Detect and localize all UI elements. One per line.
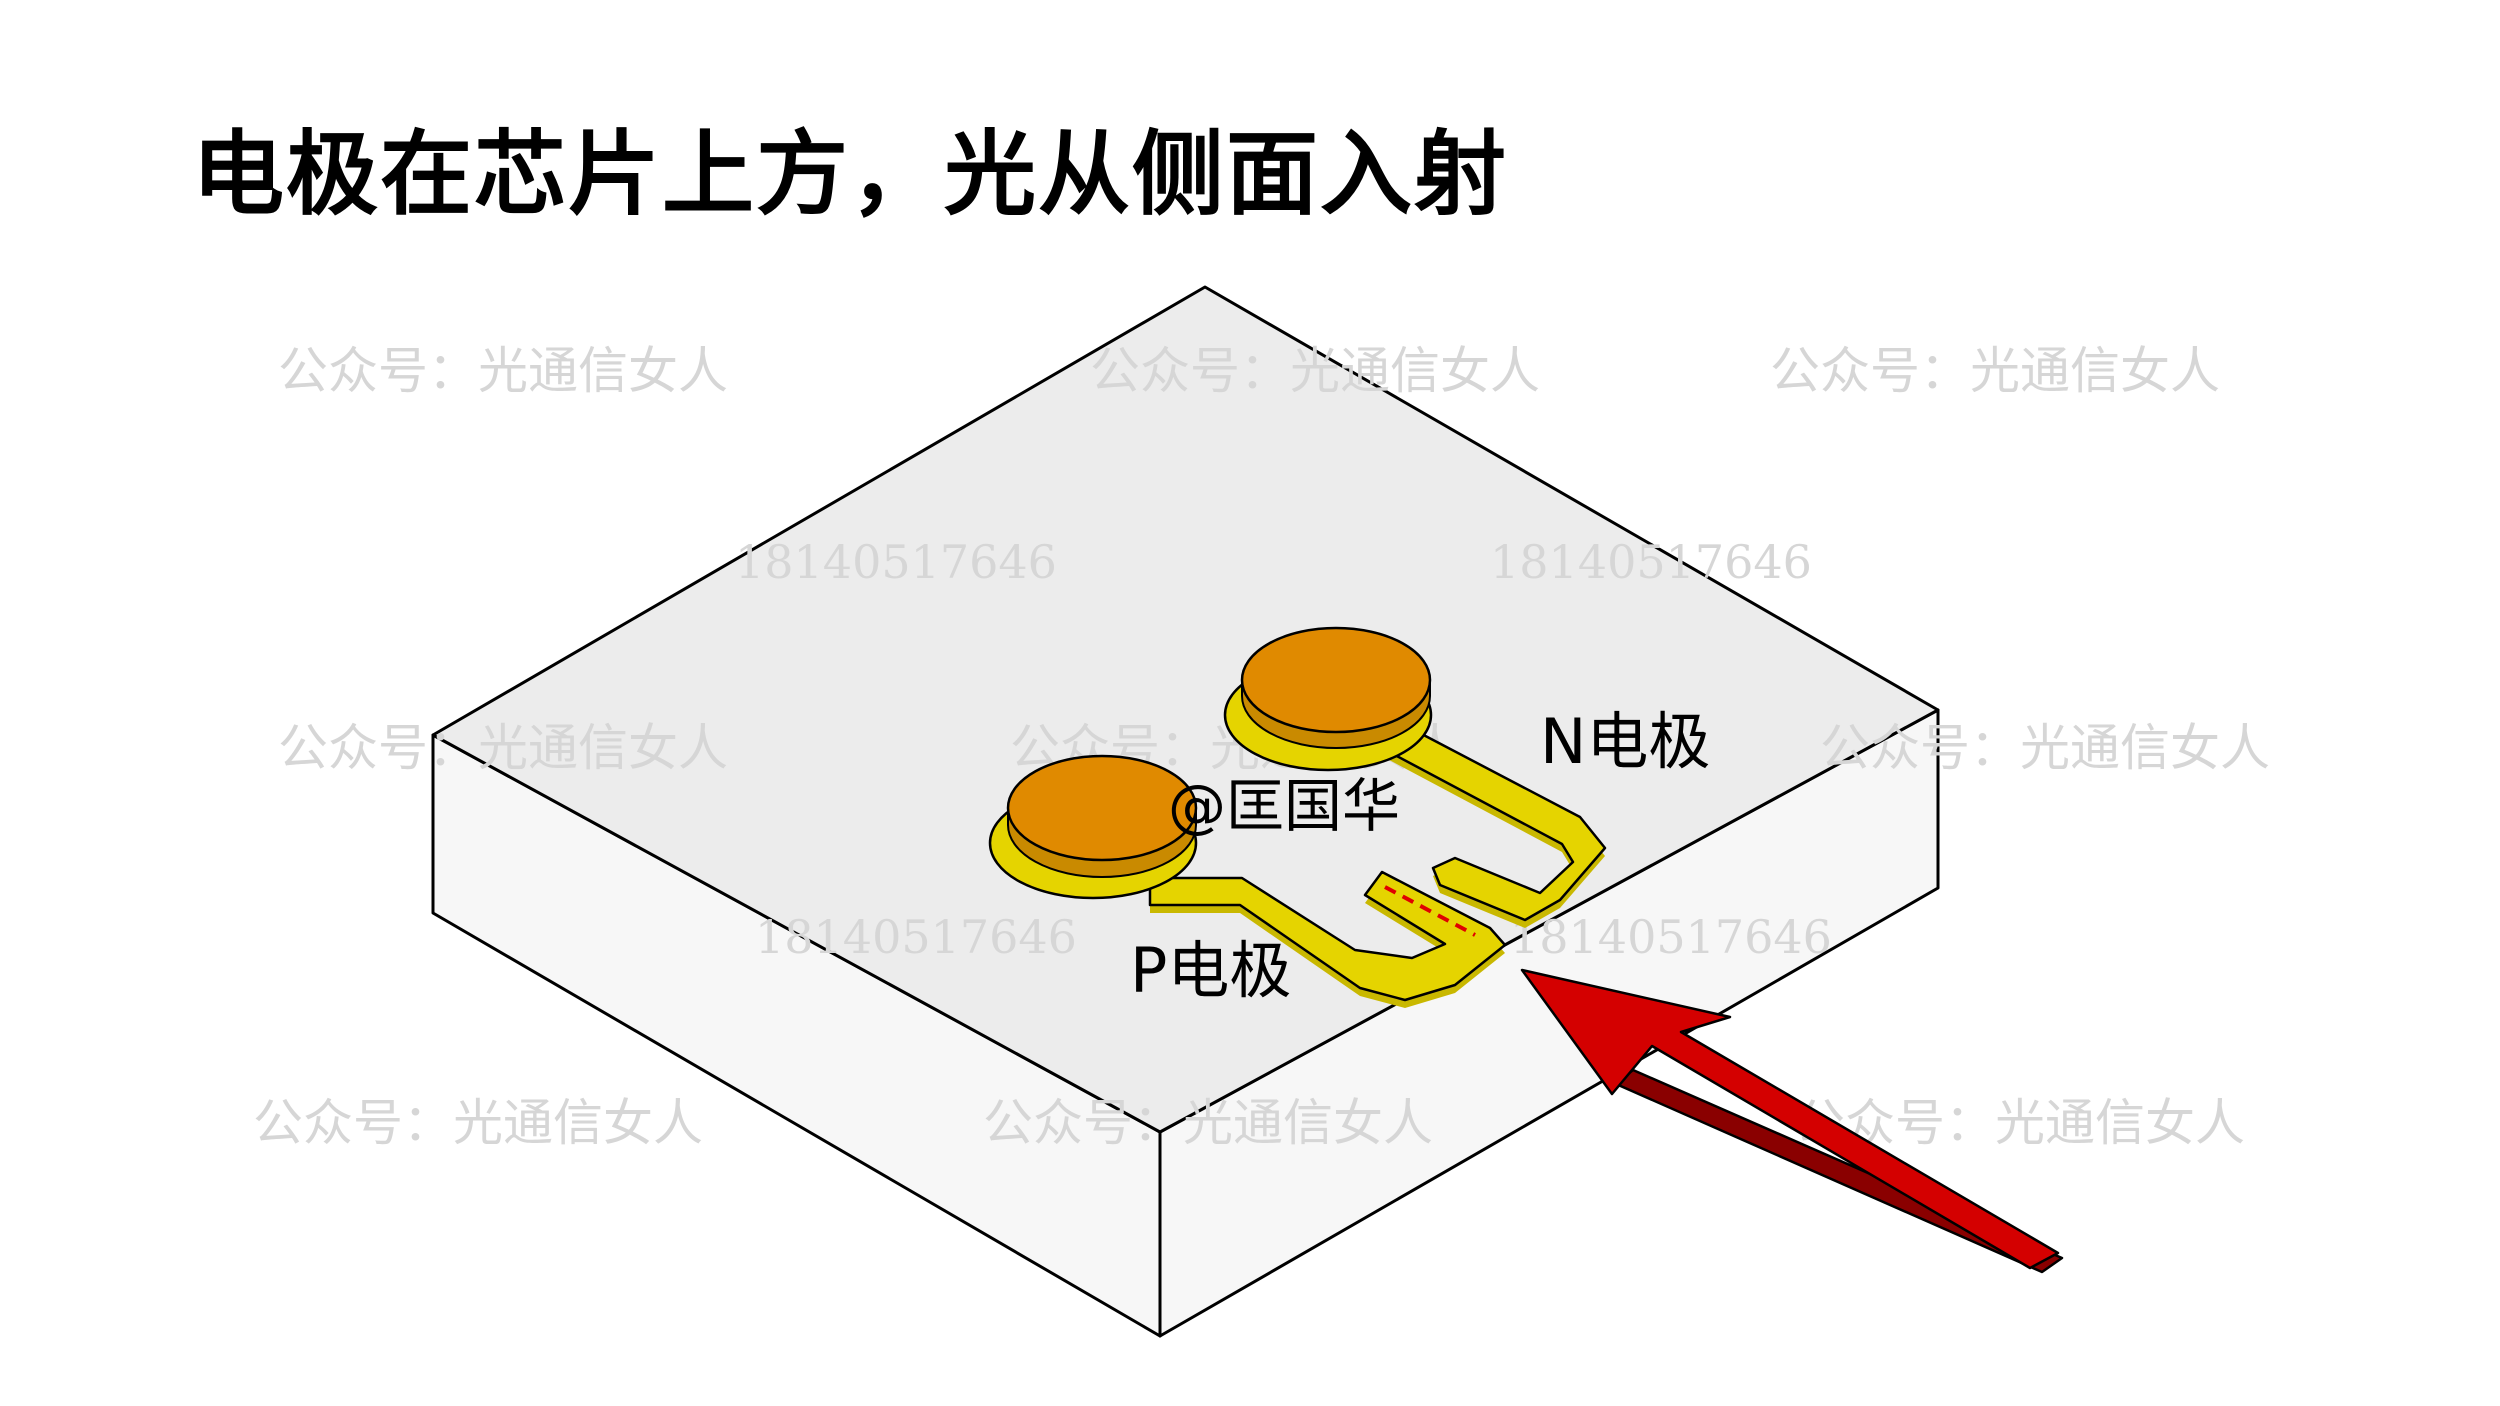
n-electrode-pad	[1223, 626, 1433, 772]
n-electrode-trace	[1376, 718, 1607, 928]
p-electrode-pad	[988, 754, 1198, 900]
watermark-group-account: 公众号：光通信女人 公众号：光通信女人 公众号：光通信女人 公众号：光通信女人 …	[253, 342, 2270, 1152]
p-electrode-label: P电极	[1130, 934, 1291, 1007]
watermark-account: 公众号：光通信女人	[1820, 719, 2270, 777]
watermark-phone: 18140517646	[735, 535, 1057, 589]
incident-light-arrow	[1520, 968, 2064, 1274]
watermark-phone: 18140517646	[1510, 910, 1832, 964]
author-label: @匡国华	[1168, 772, 1400, 840]
watermark-phone: 18140517646	[755, 910, 1077, 964]
watermark-phone: 18140517646	[1490, 535, 1812, 589]
page-title: 电极在芯片上方，光从侧面入射	[192, 121, 1509, 228]
watermark-account: 公众号：光通信女人	[278, 719, 728, 777]
chip-top-face	[431, 285, 1940, 1134]
watermark-account: 公众号：光通信女人	[1090, 342, 1540, 400]
watermark-account: 公众号：光通信女人	[253, 1094, 703, 1152]
watermark-account: 公众号：光通信女人	[278, 342, 728, 400]
electrodes	[988, 626, 1607, 1008]
arrow-body	[1520, 968, 2060, 1270]
n-electrode-label: N电极	[1540, 705, 1710, 778]
watermark-account: 公众号：光通信女人	[1770, 342, 2220, 400]
p-electrode-trace	[1148, 870, 1507, 1008]
watermark-group-phone: 18140517646 18140517646 18140517646 1814…	[735, 535, 1832, 964]
watermark-account: 公众号：光通信女人	[983, 1094, 1433, 1152]
chip	[431, 285, 1940, 1338]
waveguide-dashed-line	[1384, 885, 1476, 937]
